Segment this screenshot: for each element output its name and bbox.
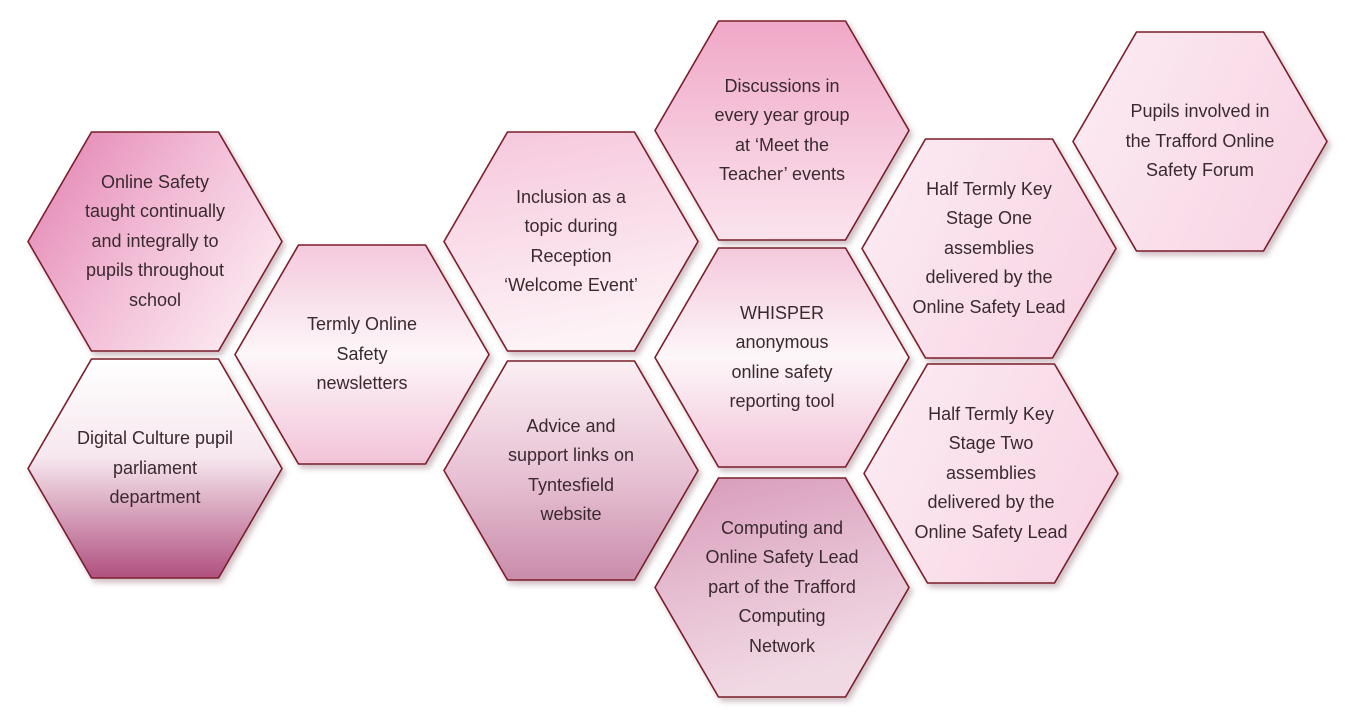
hexagon-layer (27, 20, 1328, 698)
hexagon-computing-lead (654, 477, 910, 698)
hexagon-digital-culture (27, 358, 283, 579)
hexagon-whisper-tool (654, 247, 910, 468)
hexagon-termly-newsletters (234, 244, 490, 465)
hexagon-advice-support (443, 360, 699, 581)
hexagon-inclusion-reception (443, 131, 699, 352)
hexagon-discussions-year-group (654, 20, 910, 241)
hexagon-trafford-forum (1072, 31, 1328, 252)
hexagon-online-safety-taught (27, 131, 283, 352)
hexagon-half-termly-ks2 (863, 363, 1119, 584)
hexagon-half-termly-ks1 (861, 138, 1117, 359)
